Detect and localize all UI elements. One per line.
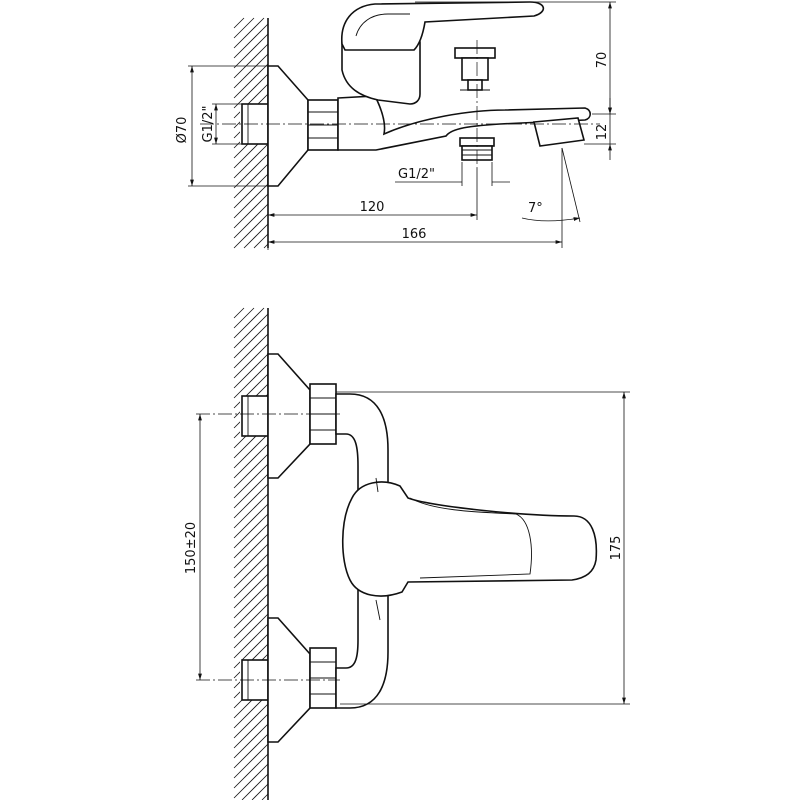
height-175-label: 175 [609,536,624,561]
hatch-line [233,533,269,569]
hatch-line [233,213,269,249]
mixer-body-side [337,95,592,151]
height-70-label: 70 [595,52,610,69]
hatch-line [233,53,269,89]
lever-handle-side [341,1,545,51]
hatch-line [233,743,269,779]
hatch-line [233,63,269,99]
spout-12-label: 12 [595,124,610,141]
hatch-line [233,307,265,339]
hatch-line [233,143,269,179]
lever-column [341,41,421,105]
hatch-line [233,573,269,609]
hatch-line [233,173,269,209]
side-view: Ø70 G1/2" G1/2" 120 166 [175,1,616,250]
spout-aerator [532,117,586,147]
hatch-line [233,633,269,669]
hatch-line [233,313,269,349]
hatch-line [233,703,269,739]
hatch-line [233,17,265,49]
hatch-line [233,203,269,239]
upper-escutcheon [267,353,311,479]
hatch-line [233,723,269,759]
hatch-line [233,433,269,469]
length-166-label: 166 [402,227,427,242]
hatch-line [233,603,269,639]
spacing-label: 150±20 [184,522,199,574]
hatch-line [233,463,269,499]
hatch-line [233,493,269,529]
escutcheon-side [267,65,309,187]
hatch-line [233,503,269,539]
hex-nut-side [307,99,339,151]
lower-inlet [241,617,337,743]
hatch-line [233,183,269,219]
hatch-line [233,763,269,799]
hatch-line [233,453,269,489]
hatch-line [233,193,269,229]
wall-front-view [233,307,269,800]
hatch-line [233,17,255,39]
hatch-line [253,233,269,249]
hatch-line [233,553,269,589]
hatch-line [233,373,269,409]
hatch-line [233,163,269,199]
thread-inlet-label: G1/2" [201,106,216,143]
dimension-length-120: 120 [268,168,478,220]
hatch-line [233,613,269,649]
hatch-line [233,23,269,59]
hatch-line [233,733,269,769]
hatch-line [233,153,269,189]
hatch-line [233,543,269,579]
hatch-line [233,623,269,659]
upper-inlet [241,353,337,479]
hatch-line [233,443,269,479]
hatch-line [233,593,269,629]
hatch-line [233,483,269,519]
dimension-height-175: 175 [336,391,630,705]
length-120-label: 120 [360,200,385,215]
hatch-line [233,333,269,369]
dimension-thread-outlet: G1/2" [395,162,510,186]
hatch-line [233,363,269,399]
hatch-line [233,343,269,379]
hatch-line [233,17,245,29]
hatch-line [233,83,269,119]
hatch-line [233,583,269,619]
dimension-height-70: 70 [415,1,616,115]
hatch-line [241,773,269,800]
hatch-line [233,43,269,79]
front-view: 150±20 175 [184,307,630,800]
hatch-line [233,753,269,789]
hatch-line [243,223,269,249]
hatch-line [261,793,269,800]
dimension-spout-12: 12 [584,98,616,160]
hatch-line [233,73,269,109]
hatch-line [233,713,269,749]
diameter-label: Ø70 [175,117,190,144]
dimension-diameter: Ø70 [175,65,268,187]
hatch-line [233,307,245,319]
dimension-thread-inlet: G1/2" [201,103,242,145]
angle-label: 7° [528,201,543,216]
hatch-line [233,307,255,329]
hatch-line [233,473,269,509]
dimension-length-166: 166 [267,148,563,250]
thread-outlet-label: G1/2" [398,167,435,182]
dimension-angle: 7° [521,147,581,223]
hatch-line [233,523,269,559]
dimension-spacing: 150±20 [184,414,202,680]
hatch-line [233,323,269,359]
hatch-line [233,33,269,69]
hatch-line [233,513,269,549]
hatch-line [251,783,269,800]
hatch-line [233,563,269,599]
lever-handle-front [341,481,598,597]
diverter-knob [454,47,496,91]
hatch-line [233,353,269,389]
